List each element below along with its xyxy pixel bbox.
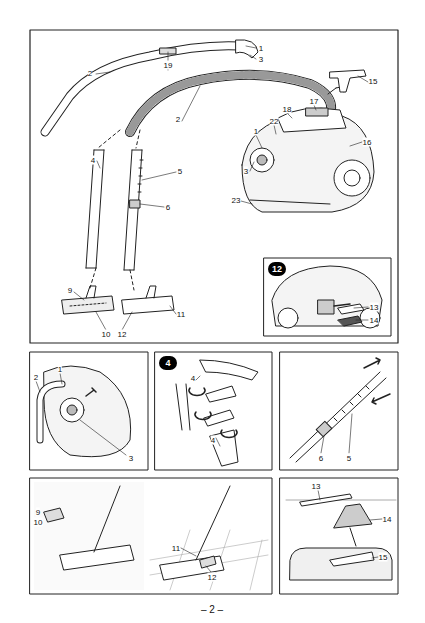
callout-number: 13 <box>312 482 321 491</box>
tube-assembly <box>176 360 258 466</box>
callout-number: 13 <box>370 303 379 312</box>
callout-number: 15 <box>369 77 378 86</box>
callout-number: 23 <box>232 196 241 205</box>
page-number: – 2 – <box>201 604 223 615</box>
callout-number: 6 <box>319 454 323 463</box>
guide-line <box>90 130 140 290</box>
callout-number: 1 <box>254 127 258 136</box>
callout-number: 18 <box>283 105 292 114</box>
callout-number: 19 <box>164 61 173 70</box>
panel-frame <box>30 352 148 470</box>
callout-number: 15 <box>379 553 388 562</box>
badge-number: 4 <box>165 358 170 368</box>
panel-frame <box>280 478 398 594</box>
callout-number: 3 <box>259 55 263 64</box>
callout-number: 4 <box>91 156 95 165</box>
panel-frame <box>30 30 398 343</box>
callout-number: 9 <box>36 508 40 517</box>
callout-number: 12 <box>208 573 217 582</box>
callout-number: 4 <box>211 436 215 445</box>
callout-number: 2 <box>88 69 92 78</box>
leader-line <box>74 46 368 330</box>
extension-tube <box>86 150 143 270</box>
callout-number: 11 <box>172 544 180 553</box>
callout-number: 6 <box>166 203 170 212</box>
callout-number: 10 <box>102 330 111 339</box>
telescopic-tube <box>290 358 390 462</box>
floor-nozzle <box>62 286 174 314</box>
hose-connection <box>36 366 131 457</box>
vacuum-rear-view <box>272 266 382 328</box>
badge-number: 12 <box>272 264 282 274</box>
panel-frame <box>155 352 272 470</box>
inset-frame <box>264 258 391 336</box>
callout-number: 5 <box>347 454 351 463</box>
callout-number: 1 <box>58 365 62 374</box>
nozzle-usage <box>34 482 268 590</box>
callout-number: 3 <box>129 454 133 463</box>
panel-frame <box>280 352 398 470</box>
callout-number: 22 <box>270 117 279 126</box>
callout-number: 10 <box>34 518 43 527</box>
hose-handle <box>45 40 258 132</box>
callout-number: 5 <box>178 167 182 176</box>
callout-number: 2 <box>176 115 180 124</box>
vacuum-cleaner <box>242 86 374 212</box>
callout-number: 16 <box>363 138 372 147</box>
callout-number: 3 <box>244 167 248 176</box>
callout-number: 14 <box>370 316 379 325</box>
panel-frame <box>30 478 272 594</box>
callout-number: 4 <box>191 374 195 383</box>
step-badge: 4 <box>159 356 177 370</box>
crevice-tool <box>330 70 366 92</box>
callout-number: 9 <box>68 286 72 295</box>
tool-usage <box>286 490 396 580</box>
callout-number: 12 <box>118 330 127 339</box>
callout-number: 14 <box>383 515 392 524</box>
callout-number: 11 <box>177 310 185 319</box>
callout-number: 17 <box>310 97 319 106</box>
callout-number: 1 <box>259 44 263 53</box>
callout-number: 2 <box>34 373 38 382</box>
step-badge: 12 <box>268 262 286 276</box>
